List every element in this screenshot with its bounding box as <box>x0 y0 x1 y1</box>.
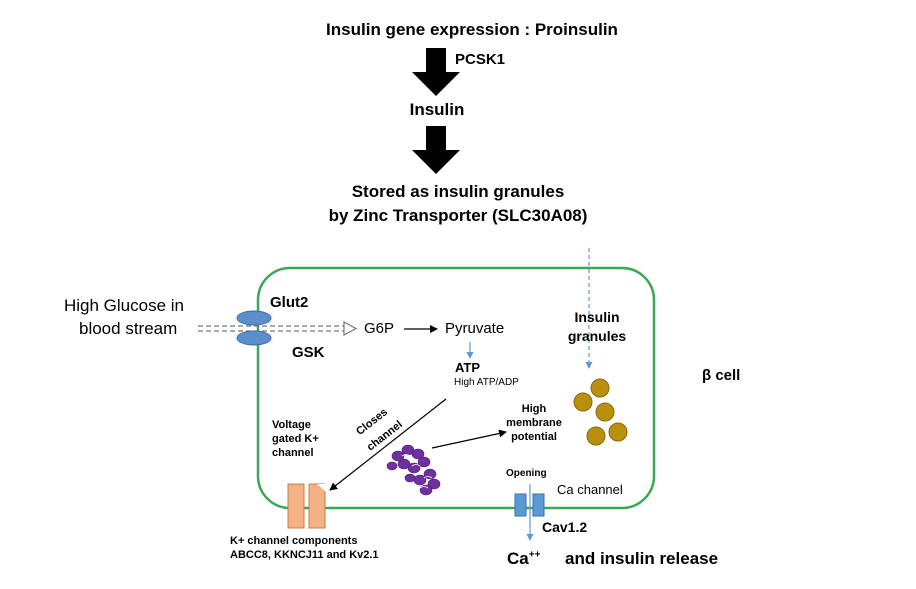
enzyme-label: PCSK1 <box>455 51 506 68</box>
g6p-label: G6P <box>364 320 395 337</box>
atp-label: ATP <box>455 360 481 375</box>
k-atp-complex-detail <box>401 454 433 489</box>
glucose-label-line2: blood stream <box>79 319 178 338</box>
insulin-step: Insulin <box>409 100 465 119</box>
k-channel-left <box>287 483 305 529</box>
ca-channel-label: Ca channel <box>557 482 623 497</box>
cav-label: Cav1.2 <box>542 519 588 535</box>
proinsulin-step: Insulin gene expression : Proinsulin <box>326 20 618 39</box>
pyruvate-label: Pyruvate <box>445 320 505 337</box>
insulin-granule <box>590 378 610 398</box>
gsk-label: GSK <box>292 344 325 361</box>
insulin-granule <box>595 402 615 422</box>
pathway-arrow-2 <box>412 126 460 174</box>
beta-cell-label: β cell <box>702 367 741 384</box>
k-channel-label-line2: gated K+ <box>272 433 319 445</box>
k-channel-label-line1: Voltage <box>272 419 311 431</box>
glut2-label: Glut2 <box>270 294 309 311</box>
ca-ion-label: Ca++ <box>507 549 540 569</box>
granules-label-line1: Insulin <box>574 309 620 325</box>
atp-closes-channel-arrow <box>329 398 447 491</box>
k-channel-label-line3: channel <box>272 447 314 459</box>
beta-cell-membrane <box>256 266 656 510</box>
k-channel-gate <box>317 484 326 492</box>
atp-ratio-label: High ATP/ADP <box>454 377 519 388</box>
pathway-arrow-1 <box>412 48 460 96</box>
k-atp-complex <box>386 444 441 496</box>
storage-step-line2: by Zinc Transporter (SLC30A08) <box>328 206 588 225</box>
storage-step-line1: Stored as insulin granules <box>351 182 565 201</box>
membrane-potential-line3: potential <box>511 431 557 443</box>
glucose-label-line1: High Glucose in <box>64 296 185 315</box>
glut2-transporter-top <box>236 310 272 326</box>
ca-ion-symbol: Ca <box>507 549 529 568</box>
ca-ion-charge: ++ <box>528 549 541 561</box>
insulin-granule <box>573 392 593 412</box>
insulin-granule <box>608 422 628 442</box>
membrane-potential-line2: membrane <box>506 417 562 429</box>
k-channel-right <box>308 483 326 529</box>
complex-to-potential-arrow <box>431 429 507 449</box>
insulin-granule <box>586 426 606 446</box>
ca-channel-left <box>514 493 527 517</box>
opening-label: Opening <box>506 468 547 479</box>
k-channel-components-line1: K+ channel components <box>230 535 358 547</box>
granules-label-line2: granules <box>567 328 627 344</box>
insulin-release-label: and insulin release <box>565 549 719 568</box>
glut2-transporter-bottom <box>236 330 272 346</box>
glucose-uptake-arrowhead <box>343 320 358 337</box>
ca-channel-right <box>532 493 545 517</box>
k-channel-components-line2: ABCC8, KKNCJ11 and Kv2.1 <box>230 549 379 561</box>
membrane-potential-line1: High <box>521 403 547 415</box>
